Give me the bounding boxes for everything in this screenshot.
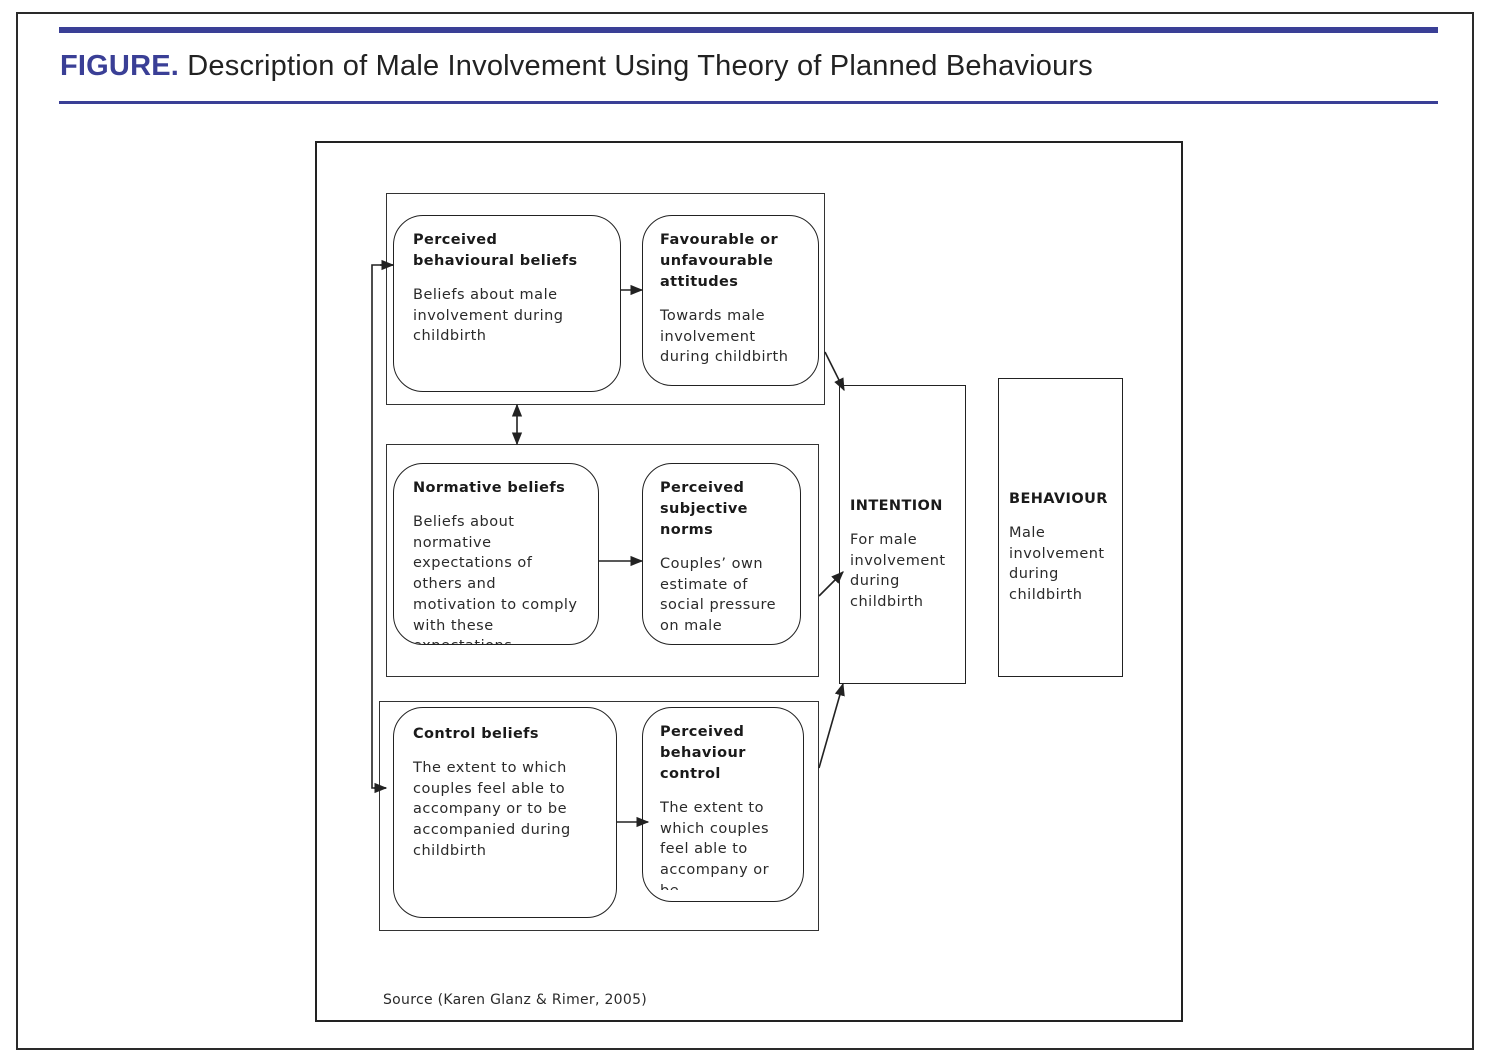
figure-title: Description of Male Involvement Using Th… (187, 50, 1093, 82)
control-group (379, 701, 819, 931)
behaviour-control-clip: Perceived behaviour control The extent t… (660, 722, 787, 890)
behaviour-control-body: The extent to which couples feel able to… (660, 800, 770, 890)
normative-beliefs-body: Beliefs about normative expectations of … (413, 514, 578, 644)
intention-body: For male involvement during childbirth (850, 532, 946, 611)
attitudes-body: Towards male involvement during childbir… (660, 308, 789, 366)
attitudes-box: Favourable or unfavourable attitudes Tow… (642, 215, 819, 386)
caption-bottom-rule (59, 101, 1438, 104)
behaviour-box: BEHAVIOUR Male involvement during childb… (998, 378, 1123, 677)
behavioural-beliefs-body: Beliefs about male involvement during ch… (413, 287, 564, 345)
behaviour-control-box: Perceived behaviour control The extent t… (642, 707, 804, 902)
subjective-norms-body: Couples’ own estimate of social pressure… (660, 556, 777, 635)
control-beliefs-body: The extent to which couples feel able to… (413, 760, 571, 859)
normative-beliefs-title: Normative beliefs (413, 480, 566, 496)
behaviour-control-title: Perceived behaviour control (660, 724, 746, 782)
behaviour-title: BEHAVIOUR (1009, 491, 1108, 507)
behavioural-beliefs-title: Perceived behavioural beliefs (413, 232, 578, 269)
diagram-frame (315, 141, 1183, 1022)
intention-title: INTENTION (850, 498, 943, 514)
caption-top-rule (59, 27, 1438, 33)
figure-label: FIGURE. (60, 50, 180, 82)
figure-caption: FIGURE. Description of Male Involvement … (60, 50, 1093, 83)
behaviour-body: Male involvement during childbirth (1009, 525, 1105, 604)
behavioural-beliefs-box: Perceived behavioural beliefs Beliefs ab… (393, 215, 621, 392)
normative-beliefs-box: Normative beliefs Beliefs about normativ… (393, 463, 599, 645)
attitudes-title: Favourable or unfavourable attitudes (660, 232, 779, 290)
control-beliefs-box: Control beliefs The extent to which coup… (393, 707, 617, 918)
intention-box: INTENTION For male involvement during ch… (839, 385, 966, 684)
subjective-norms-box: Perceived subjective norms Couples’ own … (642, 463, 801, 645)
subjective-norms-title: Perceived subjective norms (660, 480, 748, 538)
outer-frame (16, 12, 1474, 1050)
control-beliefs-title: Control beliefs (413, 726, 539, 742)
source-note: Source (Karen Glanz & Rimer, 2005) (383, 992, 648, 1008)
